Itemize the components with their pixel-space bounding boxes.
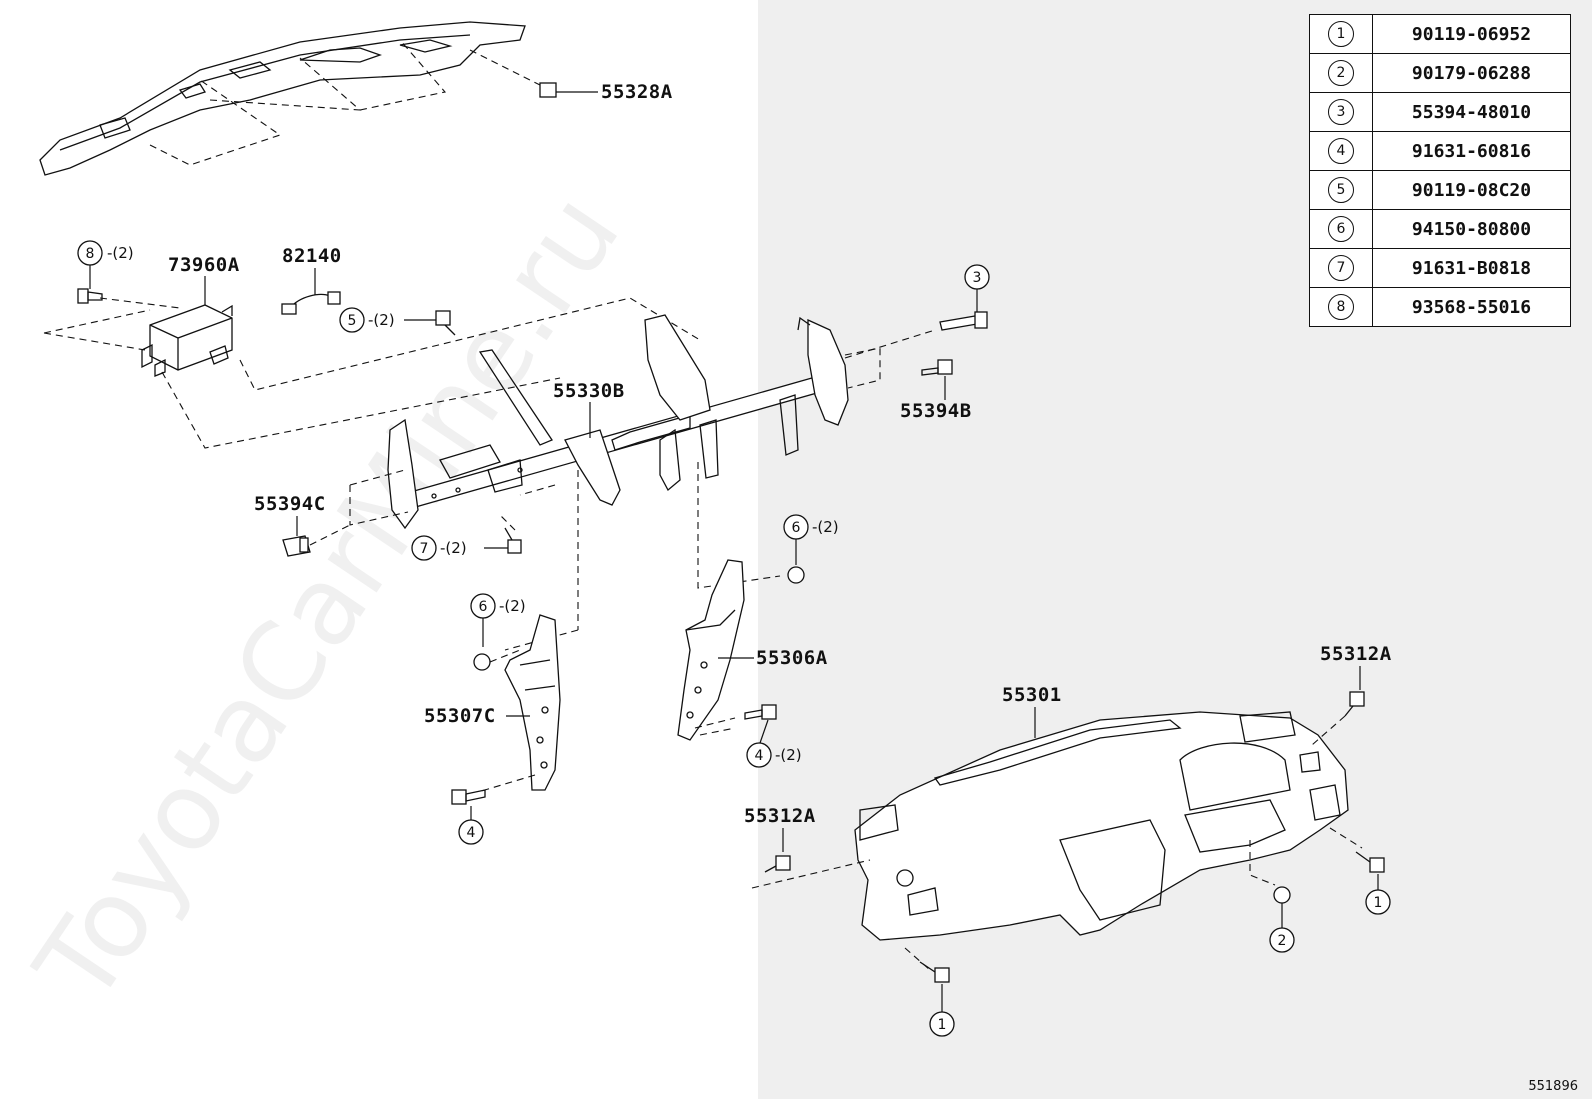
legend-row: 7 91631-B0818	[1309, 248, 1571, 288]
svg-text:3: 3	[973, 270, 982, 286]
callout-1-lower	[929, 1011, 955, 1037]
nut-2-shape	[1273, 886, 1291, 904]
bolt-7-shape	[504, 527, 522, 554]
svg-text:5: 5	[348, 313, 357, 329]
legend-row: 5 90119-08C20	[1309, 170, 1571, 210]
bracket-55307C-drawing	[504, 614, 561, 791]
svg-text:6: 6	[792, 520, 801, 536]
svg-text:2: 2	[1278, 933, 1287, 949]
callout-7	[411, 535, 437, 561]
legend-row: 3 55394-48010	[1309, 92, 1571, 132]
legend-ref: 5	[1328, 177, 1354, 203]
svg-text:1: 1	[1374, 895, 1383, 911]
clip-55394B-shape	[921, 359, 953, 376]
svg-text:-(2): -(2)	[368, 311, 395, 329]
clip-55328A-shape	[539, 82, 557, 98]
legend-row: 1 90119-06952	[1309, 14, 1571, 54]
legend-part-number: 94150-80800	[1372, 209, 1571, 249]
bracket-55306A-drawing	[677, 559, 745, 741]
legend-part-number: 55394-48010	[1372, 92, 1571, 132]
legend-part-number: 90119-06952	[1372, 14, 1571, 54]
bolt-3-shape	[939, 311, 988, 331]
label-55306A: 55306A	[756, 647, 828, 669]
nut-6-right-shape	[787, 566, 805, 584]
svg-text:4: 4	[467, 825, 476, 841]
instrument-panel-drawing	[854, 711, 1349, 941]
bolt-1-lower-shape	[919, 961, 950, 983]
airbag-sensor-drawing	[141, 304, 233, 377]
svg-text:-(2): -(2)	[812, 518, 839, 536]
bolt-5-shape	[435, 310, 456, 336]
diagram-code: 551896	[1528, 1079, 1578, 1094]
defroster-panel-drawing	[39, 21, 541, 176]
svg-text:6: 6	[479, 599, 488, 615]
legend-part-number: 90119-08C20	[1372, 170, 1571, 210]
legend-part-number: 90179-06288	[1372, 53, 1571, 93]
legend-ref: 7	[1328, 255, 1354, 281]
svg-text:1: 1	[938, 1017, 947, 1033]
label-55328A: 55328A	[601, 81, 673, 103]
legend-part-number: 91631-60816	[1372, 131, 1571, 171]
label-55394B: 55394B	[900, 400, 972, 422]
svg-text:7: 7	[420, 541, 429, 557]
background-left	[0, 0, 758, 1099]
callout-2	[1269, 927, 1295, 953]
legend-part-number: 93568-55016	[1372, 287, 1571, 327]
svg-text:8: 8	[86, 246, 95, 262]
label-55312A-left: 55312A	[744, 805, 816, 827]
legend-ref: 8	[1328, 294, 1354, 320]
bolt-1-right-shape	[1355, 851, 1385, 873]
bolt-4-right-shape	[744, 704, 777, 720]
svg-text:-(2): -(2)	[775, 746, 802, 764]
wire-connector-82140	[281, 291, 341, 315]
bolt-4-lower-shape	[451, 789, 486, 805]
callout-5	[339, 307, 365, 333]
callout-4-right	[746, 742, 772, 768]
clip-55312A-left-shape	[764, 855, 791, 873]
svg-text:-(2): -(2)	[107, 244, 134, 262]
legend-row: 8 93568-55016	[1309, 287, 1571, 327]
svg-text:-(2): -(2)	[440, 539, 467, 557]
clip-55394C-shape	[282, 535, 311, 557]
label-55394C: 55394C	[254, 493, 326, 515]
steering-support-beam-drawing	[387, 314, 849, 530]
legend-part-number: 91631-B0818	[1372, 248, 1571, 288]
legend-row: 6 94150-80800	[1309, 209, 1571, 249]
label-55301: 55301	[1002, 684, 1062, 706]
label-73960A: 73960A	[168, 254, 240, 276]
label-55307C: 55307C	[424, 705, 496, 727]
legend-ref: 2	[1328, 60, 1354, 86]
legend-ref: 1	[1328, 21, 1354, 47]
parts-legend-table: 1 90119-06952 2 90179-06288 3 55394-4801…	[1309, 14, 1571, 327]
svg-text:4: 4	[755, 748, 764, 764]
screw-8-shape	[77, 288, 103, 304]
legend-ref: 4	[1328, 138, 1354, 164]
legend-ref: 6	[1328, 216, 1354, 242]
legend-row: 2 90179-06288	[1309, 53, 1571, 93]
label-55312A-right: 55312A	[1320, 643, 1392, 665]
callout-1-right	[1365, 889, 1391, 915]
legend-row: 4 91631-60816	[1309, 131, 1571, 171]
clip-55312A-right-shape	[1344, 691, 1365, 717]
label-55330B: 55330B	[553, 380, 625, 402]
svg-text:-(2): -(2)	[499, 597, 526, 615]
callout-4-lower	[458, 819, 484, 845]
label-82140: 82140	[282, 245, 342, 267]
legend-ref: 3	[1328, 99, 1354, 125]
nut-6-left-shape	[473, 653, 491, 671]
